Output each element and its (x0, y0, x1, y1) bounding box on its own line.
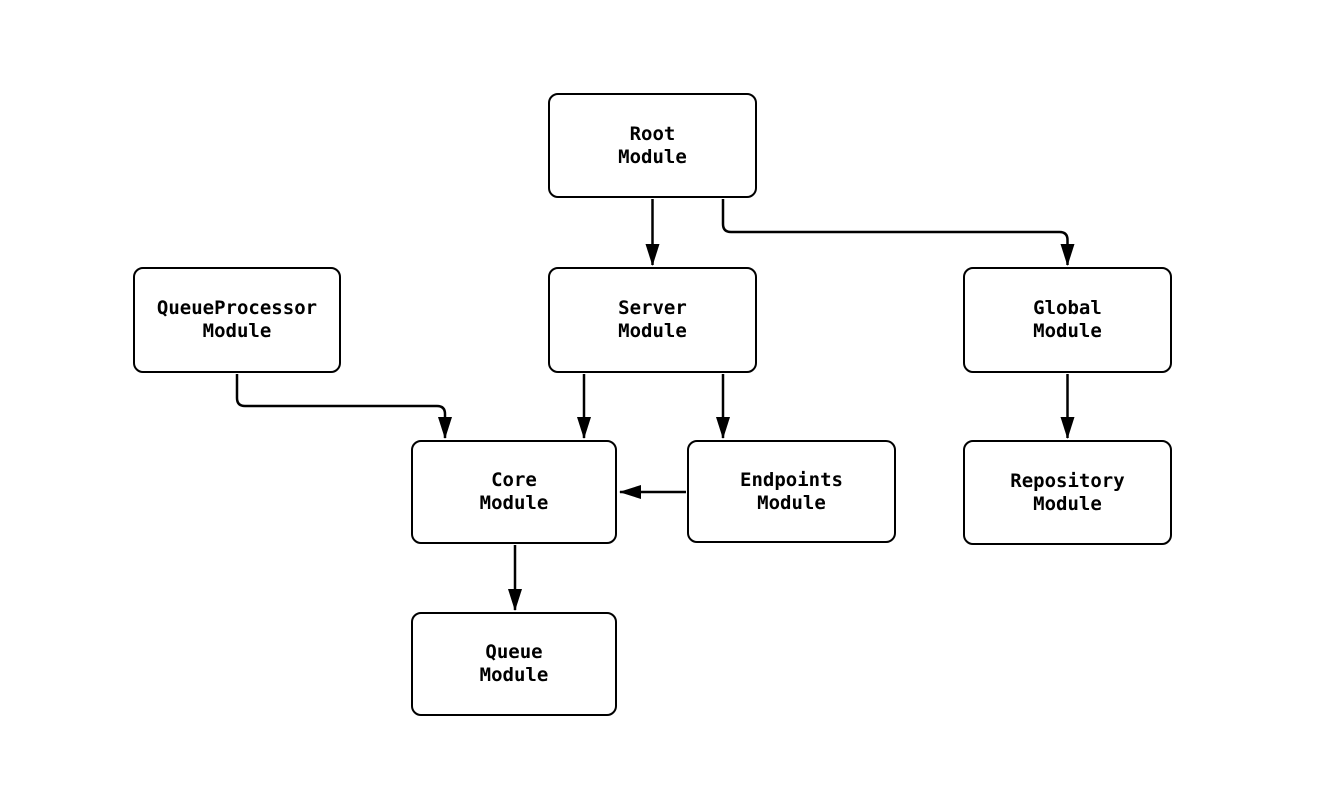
node-endpoints-module: Endpoints Module (687, 440, 896, 543)
edge-root-to-global (721, 199, 1075, 266)
node-global-module: Global Module (963, 267, 1172, 373)
node-label-line: Module (1033, 320, 1102, 342)
node-label-line: Global (1033, 297, 1102, 319)
node-label-line: Module (479, 492, 549, 514)
node-label-line: Queue (485, 641, 543, 663)
node-label-line: Root (629, 122, 676, 145)
node-queueprocessor-module: QueueProcessor Module (133, 267, 341, 373)
node-label-line: Core (491, 469, 537, 491)
node-label-line: Module (479, 664, 549, 686)
node-repository-module: Repository Module (963, 440, 1172, 545)
node-core-module: Core Module (411, 440, 617, 544)
node-label-line: Server (618, 297, 687, 319)
node-label-line: Module (202, 320, 272, 342)
node-label-line: Module (618, 320, 687, 342)
node-queue-module: Queue Module (411, 612, 617, 716)
edge-queueprocessor-to-core (235, 374, 452, 439)
node-label-line: Repository (1010, 469, 1125, 492)
node-label-line: Module (618, 145, 687, 168)
node-label-line: Module (757, 491, 826, 514)
node-root-module: Root Module (548, 93, 757, 198)
node-server-module: Server Module (548, 267, 757, 373)
node-label-line: QueueProcessor (156, 297, 318, 319)
node-label-line: Module (1033, 492, 1102, 515)
node-label-line: Endpoints (740, 468, 843, 491)
